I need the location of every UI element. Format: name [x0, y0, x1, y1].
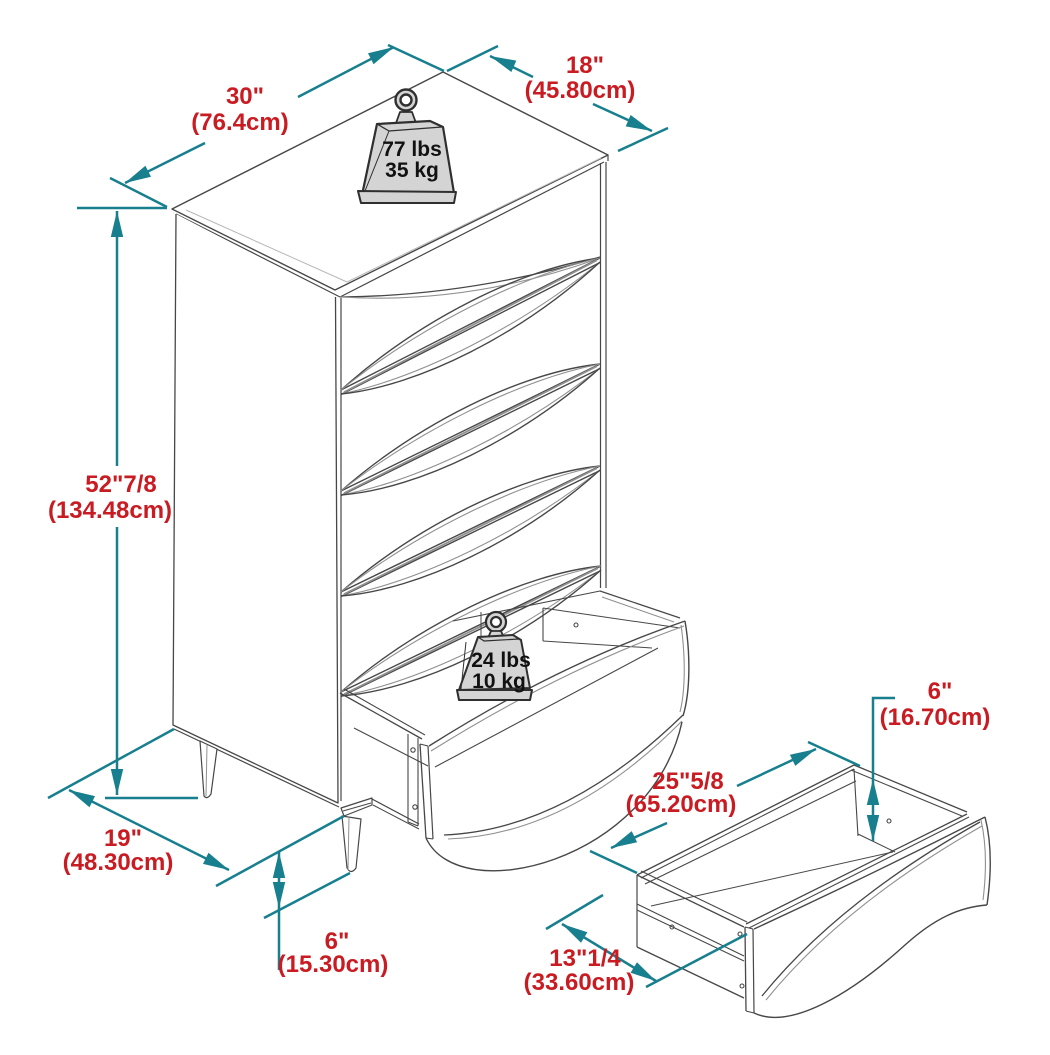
svg-text:(65.20cm): (65.20cm): [626, 791, 737, 818]
svg-text:19": 19": [104, 825, 142, 852]
svg-text:30": 30": [226, 83, 264, 110]
svg-text:35 kg: 35 kg: [385, 159, 439, 182]
svg-text:(76.4cm): (76.4cm): [191, 109, 288, 136]
svg-text:(48.30cm): (48.30cm): [63, 849, 174, 876]
svg-text:25"5/8: 25"5/8: [652, 768, 723, 795]
svg-text:10 kg: 10 kg: [472, 670, 526, 693]
svg-text:13"1/4: 13"1/4: [549, 945, 621, 972]
svg-text:52"7/8: 52"7/8: [85, 471, 156, 498]
svg-text:(45.80cm): (45.80cm): [525, 77, 636, 104]
svg-text:77 lbs: 77 lbs: [382, 138, 442, 161]
svg-text:18": 18": [566, 52, 604, 79]
svg-text:(15.30cm): (15.30cm): [278, 951, 389, 978]
svg-text:6": 6": [325, 928, 350, 955]
svg-text:6": 6": [928, 678, 953, 705]
svg-text:(16.70cm): (16.70cm): [880, 704, 991, 731]
svg-text:(134.48cm): (134.48cm): [48, 497, 172, 524]
svg-text:(33.60cm): (33.60cm): [524, 969, 635, 996]
svg-text:24 lbs: 24 lbs: [471, 649, 531, 672]
